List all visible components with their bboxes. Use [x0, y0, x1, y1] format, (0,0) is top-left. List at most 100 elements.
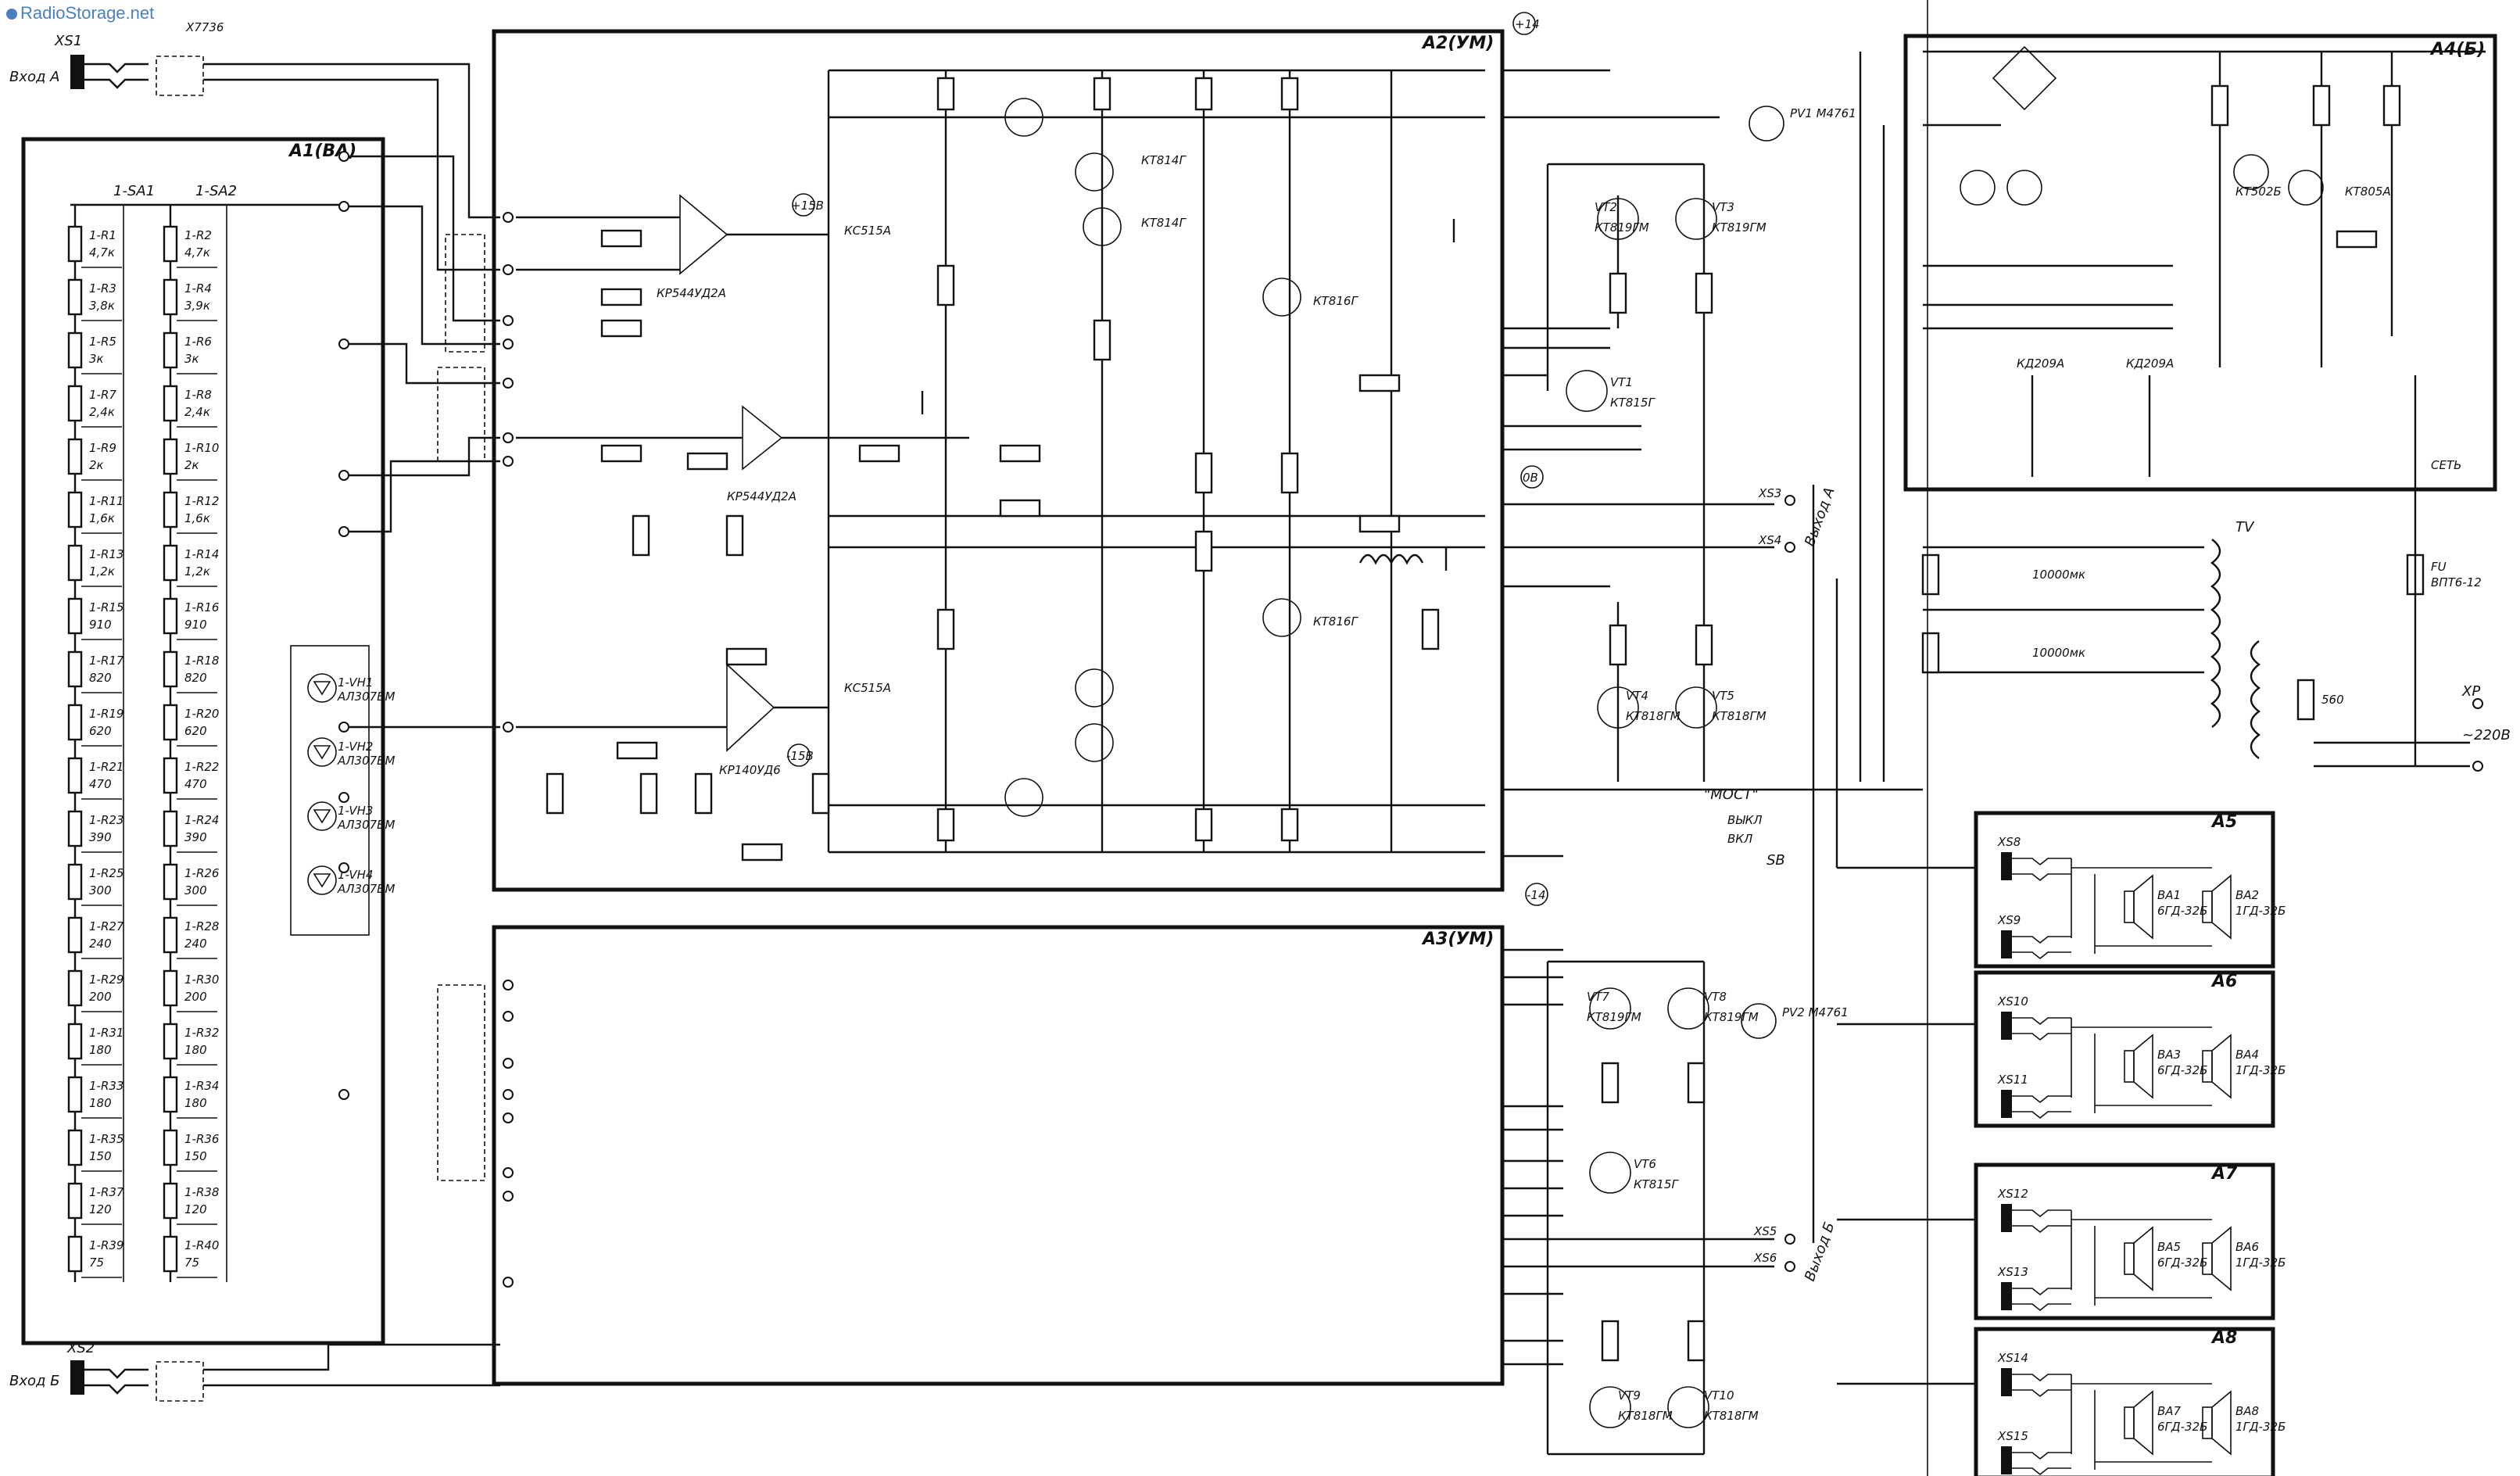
- svg-text:1-R9: 1-R9: [89, 441, 116, 455]
- a3-circuit: VT7 КТ819ГМ VT8 КТ819ГМ VT6 КТ815Г VT9 К…: [1502, 948, 1849, 1456]
- svg-text:1-R23: 1-R23: [89, 813, 123, 827]
- svg-text:1-R18: 1-R18: [184, 654, 219, 668]
- a4-diode-vd3: КД209А: [2126, 356, 2174, 371]
- svg-text:ВА6: ВА6: [2235, 1240, 2259, 1254]
- output-stage: VT2 КТ819ГМ VT3 КТ819ГМ VT1 КТ815Г VT4 К…: [1502, 69, 1923, 869]
- output-group-b: Выход Б: [1802, 1220, 1838, 1284]
- svg-text:1-R12: 1-R12: [184, 494, 219, 508]
- speaker-jack: XS10: [1997, 994, 2028, 1008]
- mains-voltage: ~220В: [2462, 727, 2511, 743]
- att-left-step: 1-R72,4к: [67, 385, 122, 428]
- block-a5-outline: [1974, 811, 2275, 969]
- svg-text:1-R26: 1-R26: [184, 866, 219, 880]
- att-right-value: 2,4к: [184, 405, 210, 419]
- bridge-switch-ref: SB: [1767, 852, 1785, 869]
- svg-text:1-R16: 1-R16: [184, 600, 219, 614]
- svg-text:ВА2: ВА2: [2235, 888, 2259, 902]
- block-a4-outline: [1903, 34, 2497, 492]
- svg-text:1-VH3: 1-VH3: [338, 804, 373, 818]
- fuse-type: ВПТ6-12: [2431, 575, 2482, 589]
- att-left-value: 150: [89, 1149, 112, 1163]
- svg-text:+14: +14: [1515, 17, 1540, 31]
- vt1-type: КТ815Г: [1610, 396, 1656, 410]
- block-a3-outline: [492, 925, 1505, 1386]
- bridge-switch-on: ВКЛ: [1727, 832, 1752, 846]
- svg-text:1-R29: 1-R29: [89, 973, 123, 987]
- cap-c1-value: 10000мк: [2032, 568, 2085, 582]
- svg-text:1-R25: 1-R25: [89, 866, 123, 880]
- block-a6-outline: [1974, 970, 2275, 1128]
- att-right-value: 150: [184, 1149, 207, 1163]
- svg-text:1-R39: 1-R39: [89, 1238, 123, 1252]
- svg-text:1-R27: 1-R27: [89, 919, 124, 933]
- svg-text:1-R6: 1-R6: [184, 335, 212, 349]
- input-xs2: XS2 Вход Б: [9, 1340, 204, 1402]
- att-left-value: 1,2к: [89, 564, 115, 579]
- svg-text:1-VH2: 1-VH2: [338, 740, 373, 754]
- att-right-value: 1,6к: [184, 511, 210, 525]
- att-left-step: 1-R33,8к: [67, 278, 122, 321]
- svg-text:1-R34: 1-R34: [184, 1079, 219, 1093]
- resistor-r11-value: 560: [2321, 693, 2344, 707]
- block-a2-outline: [492, 29, 1505, 892]
- input-xs1: XS1 Вход А X7736: [9, 20, 224, 96]
- svg-text:1-R14: 1-R14: [184, 547, 219, 561]
- cap-c2-value: 10000мк: [2032, 646, 2085, 660]
- vt8-ref: VT8: [1704, 990, 1727, 1004]
- svg-text:1-R15: 1-R15: [89, 600, 123, 614]
- svg-text:1-R5: 1-R5: [89, 335, 116, 349]
- vt9-type: КТ818ГМ: [1618, 1409, 1673, 1423]
- vt4-ref: VT4: [1626, 689, 1648, 703]
- svg-text:1-R21: 1-R21: [89, 760, 123, 774]
- switch-sa2-label: 1-SA2: [195, 183, 237, 199]
- speaker-jack: XS8: [1997, 835, 2021, 849]
- block-a8-outline: [1974, 1327, 2275, 1476]
- vt10-ref: VT10: [1704, 1388, 1734, 1403]
- svg-text:1-R13: 1-R13: [89, 547, 123, 561]
- svg-text:1-R3: 1-R3: [89, 281, 116, 296]
- att-left-value: 620: [89, 724, 112, 738]
- meter-pv1: PV1 М4761: [1790, 106, 1856, 120]
- svg-text:1-R32: 1-R32: [184, 1026, 219, 1040]
- block-a8-label: A8: [2210, 1328, 2237, 1348]
- att-right-value: 4,7к: [184, 245, 210, 260]
- svg-text:1-R1: 1-R1: [89, 228, 116, 242]
- svg-text:ВА1: ВА1: [2157, 888, 2181, 902]
- svg-text:1-R33: 1-R33: [89, 1079, 123, 1093]
- brand-logo: RadioStorage.net: [6, 3, 154, 23]
- output-xs5: XS5: [1753, 1224, 1777, 1238]
- att-right-step: 1-R12 1,6к: [163, 491, 219, 534]
- att-left-value: 470: [89, 777, 112, 791]
- att-left-value: 390: [89, 830, 112, 844]
- vt9-ref: VT9: [1618, 1388, 1641, 1403]
- att-left-value: 820: [89, 671, 112, 685]
- att-right-value: 390: [184, 830, 207, 844]
- vt5-ref: VT5: [1712, 689, 1734, 703]
- svg-text:1-R22: 1-R22: [184, 760, 219, 774]
- ic-da1-type: КР544УД2А: [657, 286, 726, 300]
- vt3-ref: VT3: [1712, 200, 1734, 214]
- svg-text:1-R11: 1-R11: [89, 494, 123, 508]
- led-panel: [290, 645, 370, 936]
- vt6-ref: VT6: [1634, 1157, 1656, 1171]
- att-left-value: 180: [89, 1043, 112, 1057]
